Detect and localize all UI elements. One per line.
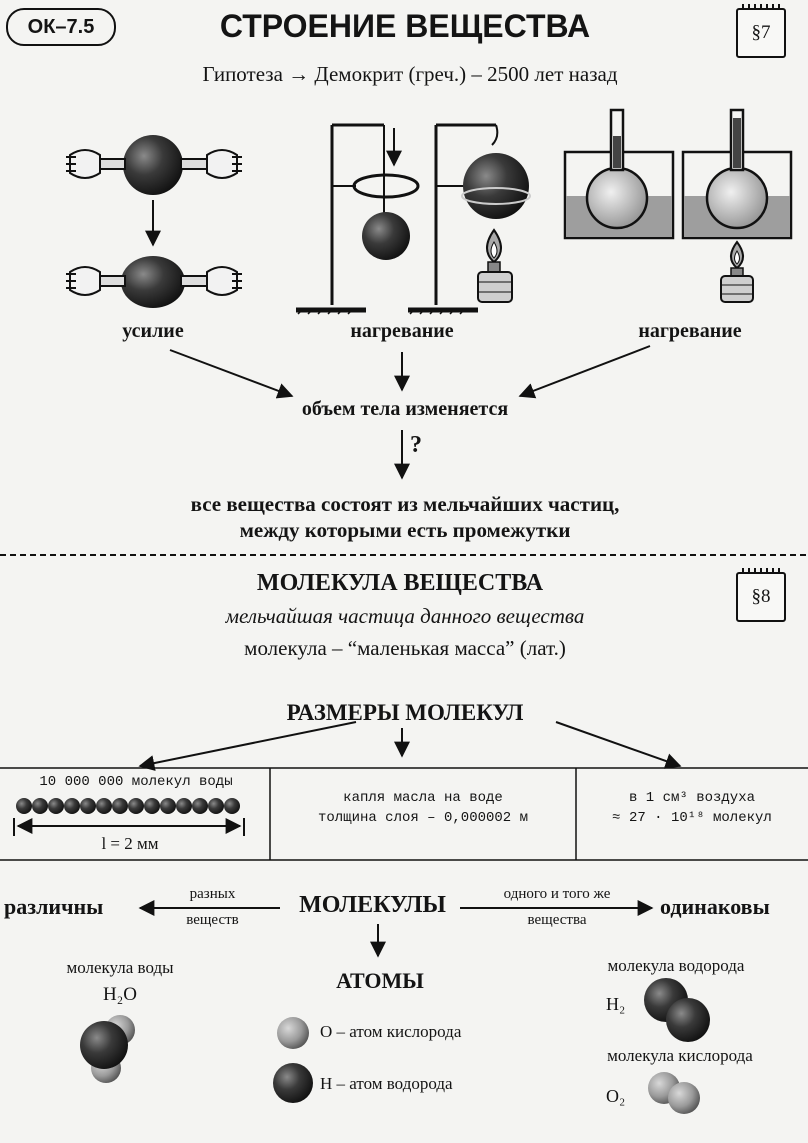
oxygen-formula: O₂ <box>606 1086 626 1106</box>
hydrogen-molecule-label: молекула водорода <box>607 956 745 975</box>
oxygen-atom-icon <box>277 1017 309 1049</box>
section-badge-7: §7 <box>736 4 786 58</box>
water-formula: H₂O <box>102 984 138 1005</box>
identical-word: одинаковы <box>660 894 770 919</box>
squeeze-experiment-illustration <box>66 135 242 308</box>
water-length-label: l = 2 мм <box>101 834 159 853</box>
hydrogen-atom-icon <box>273 1063 313 1103</box>
conclusion-line-2: между которыми есть промежутки <box>239 518 571 542</box>
same-substance-bottom: вещества <box>527 912 587 928</box>
molecule-definition: мельчайшая частица данного вещества <box>225 604 585 628</box>
squeezed-ball-icon <box>121 256 185 308</box>
volume-changes-text: объем тела изменяется <box>301 398 509 420</box>
hot-ball-icon <box>463 153 529 219</box>
different-substances-top: разных <box>189 886 236 902</box>
document-code-badge: ОК–7.5 <box>6 8 116 46</box>
ball-ring-experiment-illustration <box>296 123 531 315</box>
oxygen-atom-label: O – атом кислорода <box>320 1022 462 1041</box>
oxygen-molecule-label: молекула кислорода <box>607 1046 753 1065</box>
atoms-word: АТОМЫ <box>336 968 424 993</box>
heating-label-1: нагревание <box>350 320 454 342</box>
air-line-1: в 1 см³ воздуха <box>628 790 756 806</box>
air-line-2: ≈ 27 · 10¹⁸ молекул <box>612 810 772 826</box>
left-hand-icon <box>69 149 101 179</box>
different-substances-bottom: веществ <box>186 912 239 928</box>
arrow-effort <box>169 349 294 399</box>
effort-label: усилие <box>122 320 184 342</box>
heated-flask-icon <box>705 166 769 230</box>
sizes-title: РАЗМЕРЫ МОЛЕКУЛ <box>286 700 524 725</box>
flask-icon <box>585 166 649 230</box>
same-substance-top: одного и того же <box>503 886 611 902</box>
molecule-etymology: молекула – “маленькая масса” (лат.) <box>244 636 566 660</box>
oil-drop-line-1: капля масла на воде <box>343 790 503 806</box>
spirit-lamp-icon <box>477 228 513 303</box>
water-molecule-icon <box>80 1015 135 1083</box>
conclusion-line-1: все вещества состоят из мельчайших части… <box>190 492 620 516</box>
ring-icon <box>352 173 420 199</box>
arrow-heating-2 <box>518 345 651 399</box>
water-molecule-label: молекула воды <box>66 958 174 977</box>
section-badge-8: §8 <box>736 568 786 622</box>
spirit-lamp-icon-2 <box>720 240 754 303</box>
oil-drop-line-2: толщина слоя – 0,000002 м <box>317 810 529 826</box>
hydrogen-molecule-icon <box>644 978 710 1042</box>
water-molecule-chain-icon <box>16 798 240 814</box>
heating-label-2: нагревание <box>638 320 742 342</box>
metal-ball-icon <box>123 135 183 195</box>
oxygen-molecule-icon <box>648 1072 700 1114</box>
question-mark: ? <box>410 432 422 458</box>
water-count-label: 10 000 000 молекул воды <box>39 774 233 790</box>
cold-ball-icon <box>362 212 410 260</box>
right-hand-icon <box>206 149 238 179</box>
page-title: СТРОЕНИЕ ВЕЩЕСТВА <box>219 8 591 44</box>
hypothesis-line: Гипотеза → Демокрит (греч.) – 2500 лет н… <box>202 62 618 86</box>
flask-experiment-illustration <box>563 108 793 303</box>
molecule-title: МОЛЕКУЛА ВЕЩЕСТВА <box>256 570 544 596</box>
different-word: различны <box>4 894 104 919</box>
hydrogen-atom-label: H – атом водорода <box>320 1074 453 1093</box>
molecules-word: МОЛЕКУЛЫ <box>299 892 446 918</box>
sizes-table-frame <box>0 767 808 861</box>
hydrogen-formula: H₂ <box>606 994 626 1014</box>
